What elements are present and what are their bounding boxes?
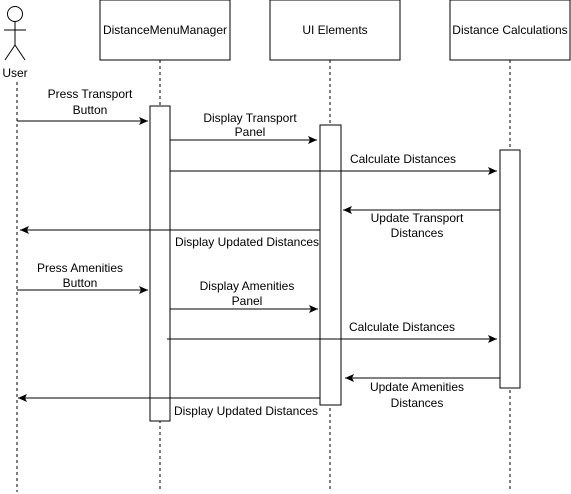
stick-figure-actor-icon <box>4 6 26 61</box>
message-label-line: Calculate Distances <box>349 320 455 334</box>
activation-bar <box>149 105 171 422</box>
message-label-line: Panel <box>235 125 266 139</box>
participant-box <box>269 0 401 61</box>
message-display-amenities-panel: Display Amenities Panel <box>170 279 318 313</box>
message-calculate-distances-1: Calculate Distances <box>170 152 497 175</box>
message-label-line: Display Transport <box>203 111 297 125</box>
actor-name: User <box>2 66 27 80</box>
participant-name: UI Elements <box>302 23 367 37</box>
message-label-line: Display Updated Distances <box>174 404 318 418</box>
message-display-updated-distances-1: Display Updated Distances <box>20 226 320 249</box>
message-press-transport: Press Transport Button <box>17 87 148 125</box>
message-press-amenities: Press Amenities Button <box>17 261 148 294</box>
message-display-transport-panel: Display Transport Panel <box>170 111 317 144</box>
message-label-line: Press Transport <box>48 87 133 101</box>
message-label-line: Button <box>73 103 108 117</box>
activation-bar <box>319 124 342 406</box>
participant-box <box>99 0 231 61</box>
participant-box <box>449 0 571 61</box>
message-label-line: Update Transport <box>371 211 464 225</box>
message-update-transport-distances: Update Transport Distances <box>343 206 500 240</box>
user-actor: User <box>2 6 28 492</box>
message-label-line: Distances <box>391 396 444 410</box>
participant-distance-calculations: Distance Calculations <box>449 0 571 492</box>
participant-distance-menu-manager: DistanceMenuManager <box>99 0 231 492</box>
message-label-line: Update Amenities <box>370 380 464 394</box>
participant-name: DistanceMenuManager <box>103 23 227 37</box>
message-label-line: Press Amenities <box>37 261 123 275</box>
activation-bar <box>499 149 521 389</box>
message-label-line: Panel <box>232 294 263 308</box>
message-calculate-distances-2: Calculate Distances <box>167 320 497 343</box>
message-label-line: Button <box>63 276 98 290</box>
message-display-updated-distances-2: Display Updated Distances <box>18 394 320 418</box>
message-label-line: Distances <box>391 226 444 240</box>
message-label-line: Calculate Distances <box>350 152 456 166</box>
message-label-line: Display Amenities <box>200 279 295 293</box>
participant-name: Distance Calculations <box>452 23 567 37</box>
message-update-amenities-distances: Update Amenities Distances <box>345 374 500 410</box>
participant-ui-elements: UI Elements <box>269 0 401 492</box>
message-label-line: Display Updated Distances <box>175 235 319 249</box>
